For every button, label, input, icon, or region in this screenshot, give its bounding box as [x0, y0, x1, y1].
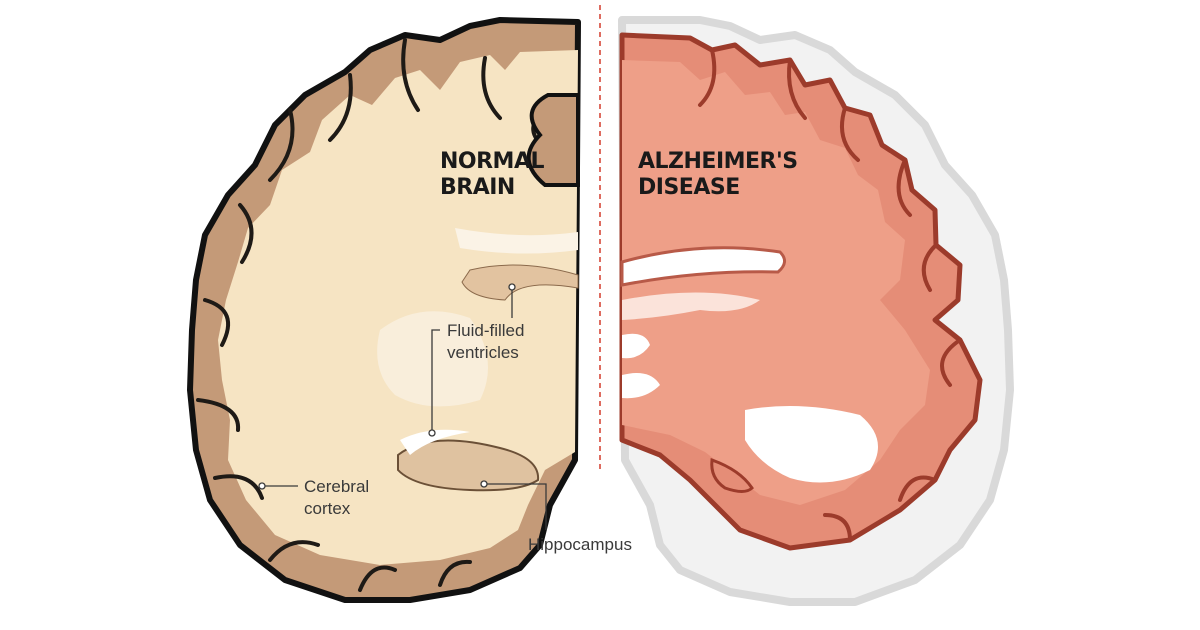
normal-sulci	[196, 38, 550, 592]
ventricles-pointer-dot-2	[428, 429, 436, 437]
normal-inner-gyrus	[526, 93, 580, 187]
alz-ventricle-upper	[620, 246, 786, 287]
hippocampus-pointer-dot	[480, 480, 488, 488]
ventricles-callout: Fluid-filled ventricles	[428, 283, 524, 437]
cortex-callout: Cerebral cortex	[258, 477, 369, 518]
hippocampus-label: Hippocampus	[528, 535, 632, 554]
normal-ventricle	[461, 264, 579, 301]
normal-brain	[187, 17, 581, 603]
alzheimers-brain	[618, 16, 1014, 606]
normal-white-matter	[218, 50, 578, 565]
normal-hippocampus-ventricle	[400, 429, 470, 455]
hippocampus-leader-line	[484, 483, 547, 530]
alz-white-matter	[622, 60, 930, 505]
alz-ventricle-mid	[622, 292, 760, 320]
cortex-pointer-dot	[258, 482, 266, 490]
ventricles-pointer-dot	[508, 283, 516, 291]
cortex-label-line2: cortex	[304, 499, 351, 518]
alzheimers-title-line2: DISEASE	[638, 175, 740, 200]
alz-sulci	[698, 48, 962, 542]
alz-hippocampus-ventricle	[745, 406, 878, 483]
normal-hippocampus	[397, 439, 540, 492]
ventricles-label-line1: Fluid-filled	[447, 321, 524, 340]
alzheimers-title-line1: ALZHEIMER'S	[638, 149, 798, 174]
normal-corpus-callosum	[455, 228, 578, 254]
normal-title-line2: BRAIN	[440, 175, 515, 200]
normal-title-line1: NORMAL	[440, 149, 544, 174]
ventricles-label-line2: ventricles	[447, 343, 519, 362]
alz-ventricle-small	[622, 333, 650, 359]
hippocampus-callout: Hippocampus	[480, 480, 632, 554]
alz-hippocampus	[710, 457, 754, 493]
ventricles-leader-line	[431, 329, 440, 432]
cortex-label-line1: Cerebral	[304, 477, 369, 496]
alz-ventricle-small-2	[622, 372, 660, 399]
